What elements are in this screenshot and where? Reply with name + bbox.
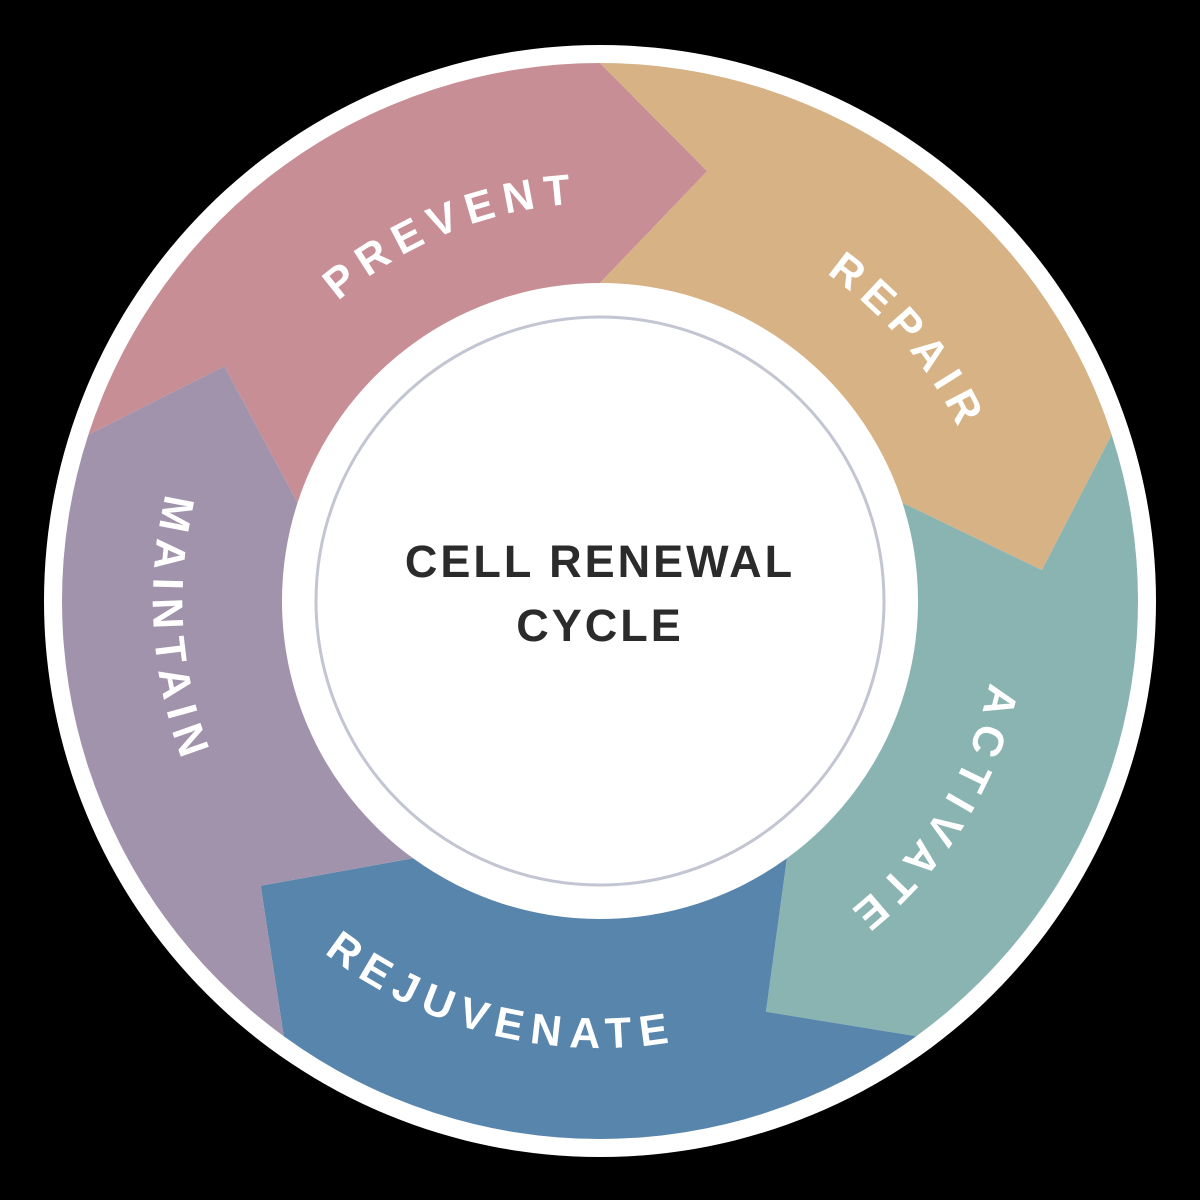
- segment-activate: [765, 434, 1139, 1037]
- segment-maintain: [61, 366, 414, 1037]
- center-title-line1: CELL RENEWAL: [405, 536, 795, 587]
- segment-repair: [600, 63, 1112, 571]
- center-title-line2: CYCLE: [516, 600, 684, 651]
- segment-prevent: [88, 63, 708, 503]
- wheel-segments: [61, 63, 1139, 1139]
- inner-accent-ring: [314, 315, 886, 887]
- segment-rejuvenate: [260, 858, 917, 1139]
